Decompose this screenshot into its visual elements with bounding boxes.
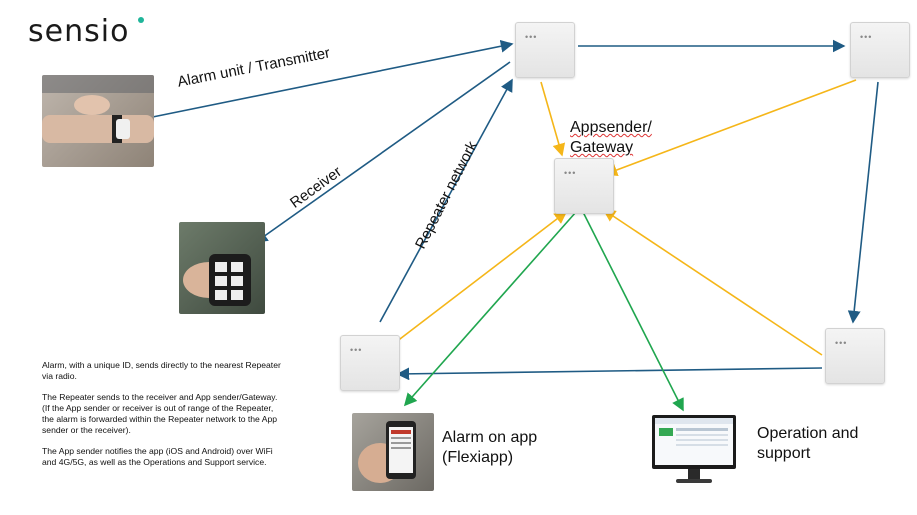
- arrow-repeater-network: [379, 78, 513, 323]
- arrow-repeater-to-receiver: [254, 61, 511, 243]
- description-para-2: The Repeater sends to the receiver and A…: [42, 392, 278, 435]
- arrow-transmitter-to-repeater: [127, 39, 514, 123]
- description-para-1: Alarm, with a unique ID, sends directly …: [42, 360, 281, 381]
- arrow-repeater-br-to-gateway: [602, 209, 823, 356]
- repeater-top: •••: [515, 22, 575, 78]
- remote-receiver-icon: [183, 254, 251, 306]
- arrow-repeater-bottom-left: [396, 367, 823, 381]
- arrow-repeater-bl-to-gateway: [395, 211, 568, 343]
- repeater-device-icon: •••: [860, 32, 873, 42]
- arrow-gateway-to-operations: [582, 211, 684, 412]
- wrist-transmitter-icon: [42, 75, 154, 143]
- arrow-repeater-to-gateway: [540, 81, 566, 157]
- wrist-transmitter-photo: [42, 75, 154, 167]
- label-operations: Operation and support: [757, 425, 859, 462]
- label-app: Alarm on app (Flexiapp): [442, 429, 538, 466]
- app-phone-photo: [352, 413, 434, 491]
- gateway-device-icon: •••: [564, 168, 577, 178]
- brand-name: sensio: [28, 14, 130, 49]
- smartphone-app-icon: [358, 421, 416, 483]
- brand-logo: sensio: [28, 14, 129, 49]
- description-para-3: The App sender notifies the app (iOS and…: [42, 446, 273, 467]
- repeater-bottom-left: •••: [340, 335, 400, 391]
- logo-accent-dot: [138, 17, 144, 23]
- receiver-photo: [179, 222, 265, 314]
- repeater-device-icon: •••: [350, 345, 363, 355]
- operations-monitor: [650, 413, 738, 489]
- arrow-gateway-to-app: [403, 211, 577, 407]
- arrow-repeater-tr-to-gateway: [604, 79, 857, 177]
- repeater-top-right: •••: [850, 22, 910, 78]
- desktop-monitor-icon: [652, 415, 736, 483]
- repeater-device-icon: •••: [525, 32, 538, 42]
- label-gateway-text: Appsender/ Gateway: [570, 119, 652, 156]
- gateway-device: •••: [554, 158, 614, 214]
- repeater-bottom-right: •••: [825, 328, 885, 384]
- label-gateway: Appsender/ Gateway: [570, 118, 652, 158]
- arrow-repeater-right-down: [847, 81, 879, 324]
- description-block: Alarm, with a unique ID, sends directly …: [42, 360, 282, 478]
- repeater-device-icon: •••: [835, 338, 848, 348]
